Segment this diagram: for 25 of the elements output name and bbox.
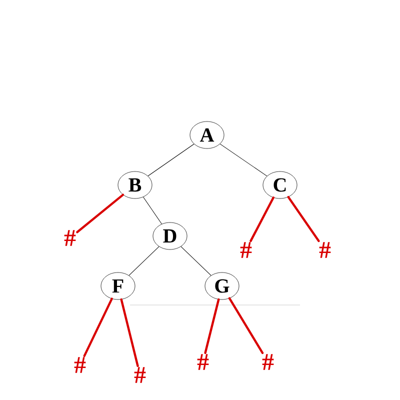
tree-edge [180, 246, 212, 276]
null-link [228, 297, 264, 354]
null-link [83, 298, 113, 358]
tree-edge [148, 144, 194, 176]
tree-node: C [262, 171, 298, 199]
tree-node: D [152, 222, 188, 250]
null-link [76, 194, 124, 234]
null-mark: # [134, 367, 146, 383]
null-link [204, 298, 220, 354]
null-mark: # [74, 357, 86, 373]
null-link [250, 196, 274, 242]
null-mark: # [319, 242, 331, 258]
null-mark: # [240, 242, 252, 258]
null-link [120, 298, 139, 368]
null-mark: # [262, 354, 274, 370]
tree-node: F [100, 272, 136, 300]
tree-node: B [118, 171, 152, 199]
tree-edge [220, 144, 268, 176]
tree-node: G [204, 272, 240, 300]
tree-edge [128, 246, 160, 276]
tree-edge [143, 196, 162, 224]
null-mark: # [64, 230, 76, 246]
tree-node: A [190, 121, 224, 149]
null-link [287, 196, 320, 242]
null-mark: # [197, 354, 209, 370]
